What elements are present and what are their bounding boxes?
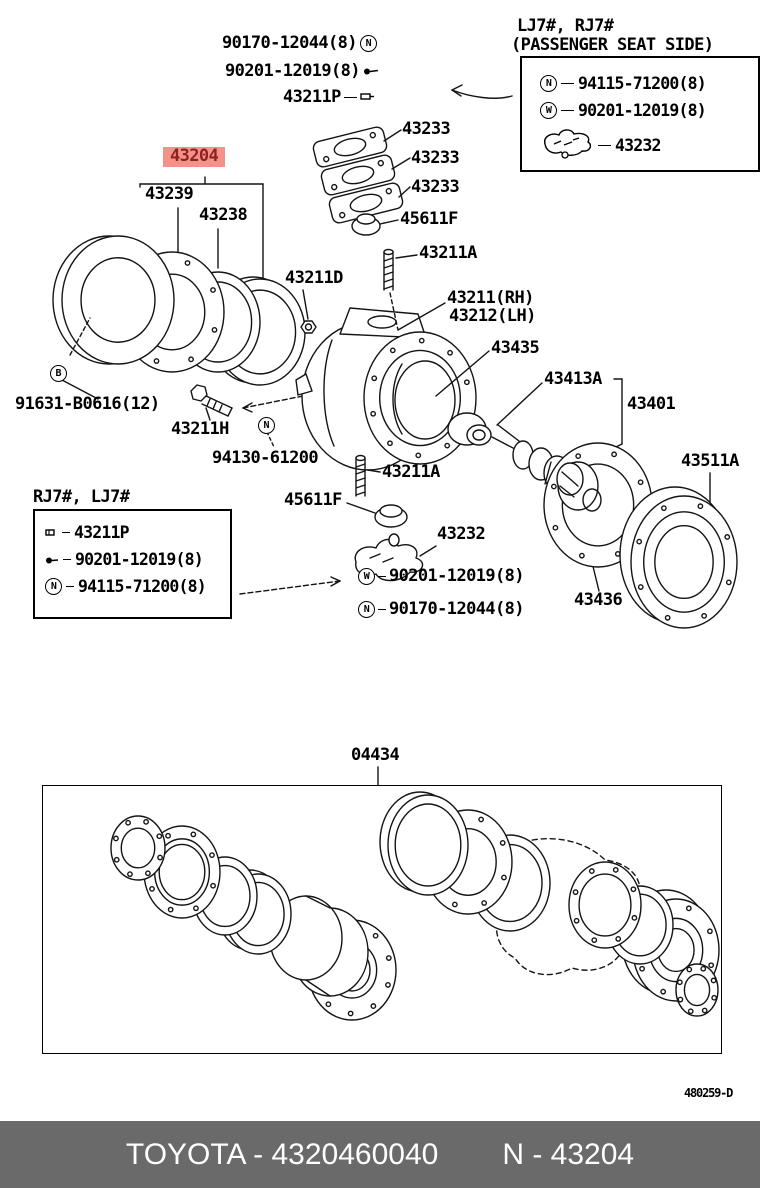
part-label-felt-seal: 43238 [199, 205, 248, 225]
part-label-overhaul-kit: 04434 [351, 745, 400, 765]
part-label-flange: 43436 [574, 590, 623, 610]
part-label-lock-nut: 94130-61200 [212, 448, 319, 468]
drawing-number: 480259-D [684, 1086, 733, 1100]
badge-n-icon: N [258, 417, 275, 434]
leader-dash [561, 83, 574, 84]
washer-icon [363, 63, 379, 81]
part-label-hose-clip-top: 43211P [283, 88, 375, 107]
part-label-bolt-d: 43211D [285, 268, 343, 288]
passenger-box-row-washer: W 90201-12019(8) [540, 101, 758, 120]
driver-box: 43211P 90201-12019(8) N 94115-71200(8) [33, 509, 232, 619]
leader-dash [343, 97, 357, 99]
part-label-spindle: 43232 [437, 524, 486, 544]
part-label-washer-low: W 90201-12019(8) [358, 567, 524, 586]
driver-box-row-washer: 90201-12019(8) [45, 550, 230, 569]
spindle-part-icon [540, 126, 594, 164]
footer-bar: TOYOTA - 4320460040 N - 43204 [0, 1121, 760, 1188]
part-label-knuckle-bolt: 43211H [171, 419, 229, 439]
passenger-box-row-nut: N 94115-71200(8) [540, 74, 758, 93]
part-label-oil-seal: 43239 [145, 184, 194, 204]
washer-icon [45, 550, 59, 569]
part-label-gasket-1: 43233 [402, 119, 451, 139]
leader-dash [598, 144, 611, 146]
part-label-shaft-assembly: 43401 [627, 394, 676, 414]
badge-n-icon: N [45, 578, 62, 595]
leader-dash [378, 576, 386, 578]
part-label-spacer: 43413A [544, 369, 602, 389]
part-label-dust-cover: 43511A [681, 451, 739, 471]
part-label-knuckle-lh: 43212(LH) [449, 306, 536, 326]
driver-box-title: RJ7#, LJ7# [33, 487, 130, 507]
leader-dash [561, 110, 574, 111]
part-label-washer-top: 90201-12019(8) [225, 62, 379, 81]
leader-dash [62, 532, 70, 533]
leader-dash [378, 609, 386, 611]
part-label-gasket-2: 43233 [411, 148, 460, 168]
part-label-cap-top: 45611F [400, 209, 458, 229]
part-label-cap-low: 45611F [284, 490, 342, 510]
badge-w-icon: W [358, 568, 375, 586]
driver-box-row-clip: 43211P [45, 523, 230, 542]
passenger-box-row-spindle: 43232 [540, 126, 758, 164]
part-label-seal-kit-highlighted: 43204 [163, 147, 226, 167]
badge-b-icon: B [50, 365, 67, 382]
part-label-nut-low: N 90170-12044(8) [358, 600, 524, 619]
badge-n-icon: N [359, 35, 377, 53]
badge-n-icon: N [540, 75, 557, 92]
part-label-stud-mid: 43211A [382, 462, 440, 482]
passenger-box-title-1: LJ7#, RJ7# [517, 16, 614, 36]
clip-icon [360, 89, 375, 107]
badge-n-icon: N [358, 601, 375, 619]
footer-brand-part: TOYOTA - 4320460040 [125, 1137, 439, 1171]
passenger-box-title-2: (PASSENGER SEAT SIDE) [511, 35, 714, 55]
part-label-knuckle-rh: 43211(RH) [447, 288, 534, 308]
part-label-stud-top: 43211A [419, 243, 477, 263]
driver-box-row-nut: N 94115-71200(8) [45, 577, 230, 596]
part-label-gasket-knuckle: 43435 [491, 338, 540, 358]
badge-w-icon: W [540, 102, 557, 119]
passenger-box: N 94115-71200(8) W 90201-12019(8) [520, 56, 760, 172]
clip-icon [45, 523, 58, 542]
footer-catalog-code: N - 43204 [502, 1137, 635, 1171]
part-label-hub-bolt: 91631-B0616(12) [15, 394, 160, 414]
part-label-gasket-3: 43233 [411, 177, 460, 197]
leader-dash [63, 559, 71, 560]
part-label-nut-top: 90170-12044(8) N [222, 34, 377, 53]
overhaul-kit-box [42, 785, 722, 1054]
leader-dash [66, 586, 74, 587]
